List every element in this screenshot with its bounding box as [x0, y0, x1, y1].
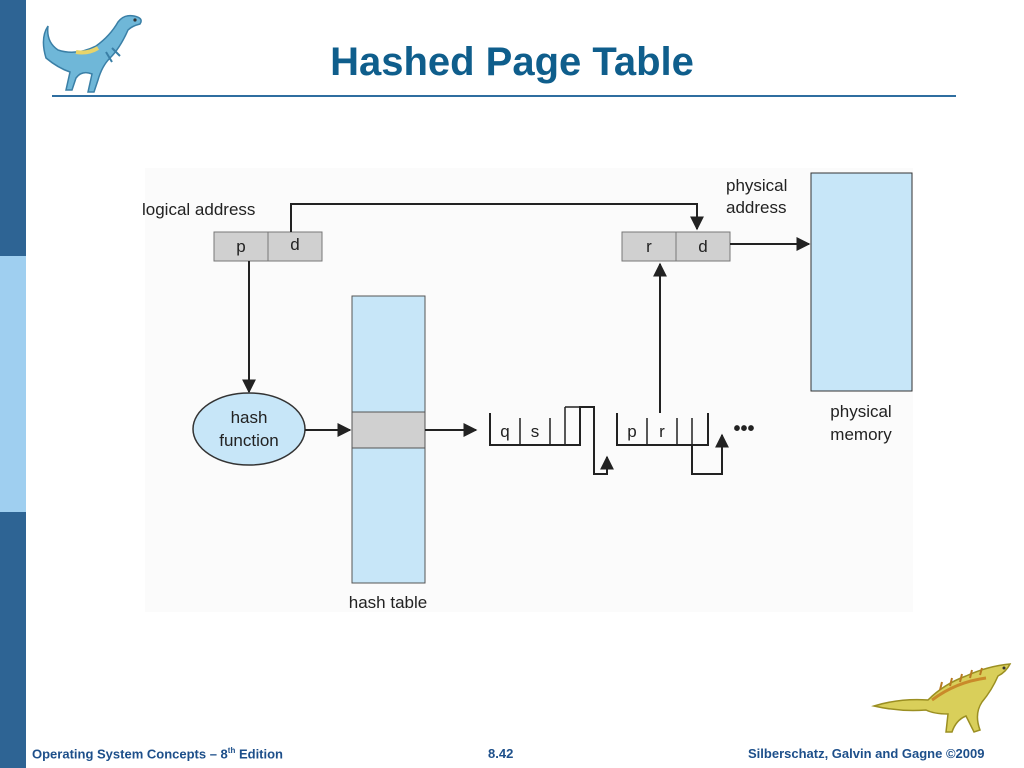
- chain-q-label: q: [500, 422, 509, 441]
- physical-memory-label-line1: physical: [830, 402, 891, 421]
- chain-element-1: [489, 406, 614, 475]
- hash-function-label-line1: hash: [231, 408, 268, 427]
- physical-address-label-line2: address: [726, 198, 786, 217]
- logical-address-d-box: [267, 231, 323, 262]
- sidebar-middle-segment: [0, 256, 26, 512]
- physical-r-label: r: [646, 237, 652, 256]
- hash-function-ellipse: [192, 392, 306, 466]
- sidebar-bottom-segment: [0, 512, 26, 768]
- physical-address-label-line1: physical: [726, 176, 787, 195]
- footer-course-title: Operating System Concepts – 8th Edition: [32, 746, 283, 761]
- chain-element-2-next-pointer: [691, 433, 729, 475]
- logical-p-label: p: [236, 237, 245, 256]
- hash-table-label: hash table: [349, 593, 427, 612]
- logical-address-p-box: [213, 231, 269, 262]
- physical-address-d-box: [675, 231, 731, 262]
- offset-arrow: [290, 203, 704, 232]
- slide-title: Hashed Page Table: [330, 40, 694, 84]
- footer-left-suffix: Edition: [235, 746, 284, 762]
- hash-table-selected-entry: [351, 411, 426, 449]
- chain-ellipsis: •••: [733, 418, 754, 440]
- footer-left-superscript: th: [227, 746, 236, 755]
- chain-element-2: [616, 413, 709, 446]
- physical-memory-block: [810, 172, 913, 392]
- chain-s-label: s: [531, 422, 540, 441]
- title-divider: [52, 95, 956, 97]
- dinosaur-logo-bottom-icon: [871, 663, 1012, 733]
- chain-p-label: p: [627, 422, 636, 441]
- physical-d-label: d: [698, 237, 707, 256]
- footer-left-text: Operating System Concepts – 8: [32, 746, 228, 762]
- logical-d-label: d: [290, 235, 299, 254]
- sidebar-top-segment: [0, 0, 26, 256]
- logical-address-label: logical address: [142, 200, 255, 219]
- dinosaur-logo-top-icon: [42, 14, 142, 93]
- physical-memory-label-line2: memory: [830, 425, 892, 444]
- footer-slide-number: 8.42: [488, 746, 514, 761]
- chain-r-label: r: [659, 422, 665, 441]
- hash-function-label-line2: function: [219, 431, 279, 450]
- left-sidebar: [0, 0, 26, 768]
- footer-copyright: Silberschatz, Galvin and Gagne ©2009: [748, 746, 985, 761]
